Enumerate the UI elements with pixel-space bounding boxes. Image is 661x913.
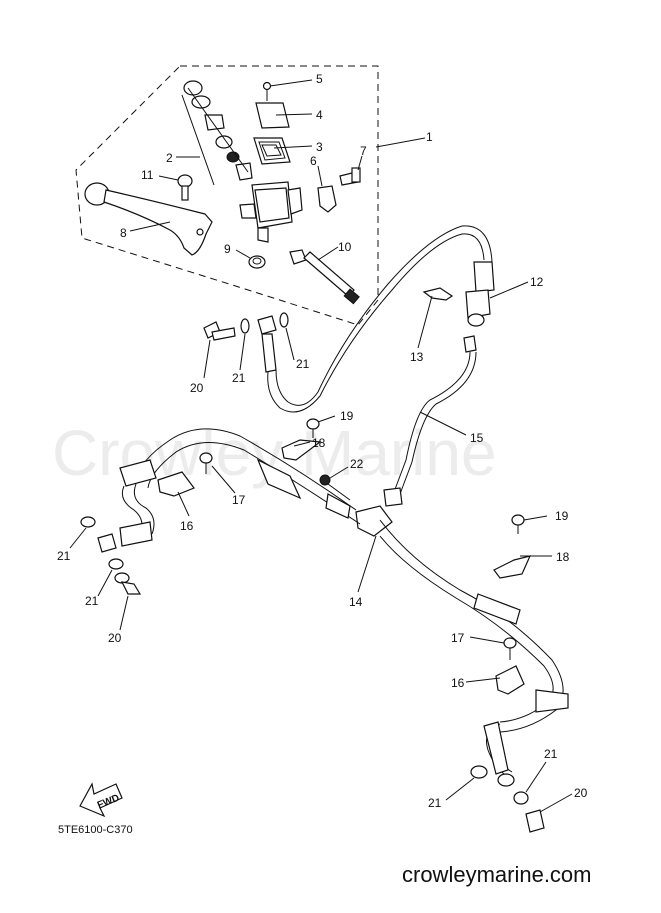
brake-lever	[84, 182, 213, 256]
fwd-arrow-icon: FWD	[79, 782, 123, 818]
callout-14: 14	[349, 595, 363, 609]
lever-nut	[248, 255, 266, 269]
holder-bolt	[339, 167, 361, 186]
callout-5: 5	[316, 72, 323, 86]
callout-18-upper: 18	[312, 436, 326, 450]
callout-16-left: 16	[180, 519, 194, 533]
washer-right-a	[470, 765, 488, 779]
right-brake-hose	[379, 519, 569, 787]
callout-12: 12	[530, 275, 544, 289]
union-bolt-left	[114, 572, 142, 595]
brake-pipe	[383, 335, 477, 507]
callout-11: 11	[141, 168, 154, 182]
callout-20-left: 20	[108, 631, 122, 645]
callout-9: 9	[224, 242, 231, 256]
washer-right-b	[513, 791, 529, 805]
lever-bolt	[177, 174, 193, 201]
piston-kit	[181, 80, 253, 186]
callout-20-upper: 20	[190, 381, 204, 395]
upper-brake-hose	[257, 225, 495, 413]
callout-18-right: 18	[556, 550, 570, 564]
callout-4: 4	[316, 108, 323, 122]
washer-left-b	[108, 558, 124, 570]
joint-bolt-22	[319, 474, 351, 501]
callout-15: 15	[470, 431, 484, 445]
reservoir-cap	[255, 102, 290, 129]
callout-3: 3	[316, 140, 323, 154]
hose-bolt-17-left	[199, 452, 213, 474]
left-brake-hose	[97, 428, 361, 553]
three-way-joint	[355, 505, 393, 537]
website-url: crowleymarine.com	[402, 862, 592, 887]
hose-bolt-19-upper	[306, 418, 320, 438]
callout-21-right-b: 21	[544, 747, 558, 761]
callout-20-right: 20	[574, 786, 588, 800]
callout-2: 2	[166, 151, 173, 165]
brake-switch	[289, 249, 360, 305]
upper-washer-right	[279, 312, 289, 328]
master-cylinder-body	[239, 181, 303, 243]
master-cylinder-group	[84, 80, 361, 305]
diagram-code: 5TE6100-C370	[58, 824, 133, 836]
diaphragm	[253, 137, 291, 165]
callout-1: 1	[426, 130, 433, 144]
hose-bracket-13	[422, 287, 454, 301]
upper-washer-left	[240, 318, 250, 334]
callout-21-upper-right: 21	[296, 357, 310, 371]
union-bolt-right	[525, 809, 545, 833]
callout-21-upper-left: 21	[232, 371, 246, 385]
callout-10: 10	[338, 240, 352, 254]
assembly-boundary	[75, 65, 379, 326]
hose-clamp-16-right	[495, 665, 525, 695]
callout-17-left: 17	[232, 493, 246, 507]
leader-lines	[69, 79, 573, 813]
callout-21-right-a: 21	[428, 796, 442, 810]
hose-bolt-17-right	[503, 637, 517, 660]
hose-joint-12	[465, 289, 491, 327]
holder-bracket	[317, 185, 337, 213]
callout-8: 8	[120, 226, 127, 240]
reservoir-screw	[262, 81, 272, 101]
callout-19-upper: 19	[340, 409, 354, 423]
callout-17-right: 17	[451, 631, 465, 645]
callout-16-right: 16	[451, 676, 465, 690]
callout-21-left-b: 21	[85, 594, 99, 608]
callout-19-right: 19	[555, 509, 569, 523]
callout-7: 7	[360, 144, 367, 158]
callout-6: 6	[310, 154, 317, 168]
hose-guide-18-upper	[281, 439, 322, 461]
callout-21-left-a: 21	[57, 549, 71, 563]
washer-left-a	[80, 516, 96, 528]
callout-13: 13	[410, 350, 424, 364]
callout-22: 22	[350, 457, 364, 471]
hose-guide-18-right	[493, 555, 532, 579]
upper-union-bolt	[203, 321, 236, 341]
hose-clamp-16-left	[157, 471, 195, 497]
hose-bolt-19-right	[511, 514, 525, 534]
